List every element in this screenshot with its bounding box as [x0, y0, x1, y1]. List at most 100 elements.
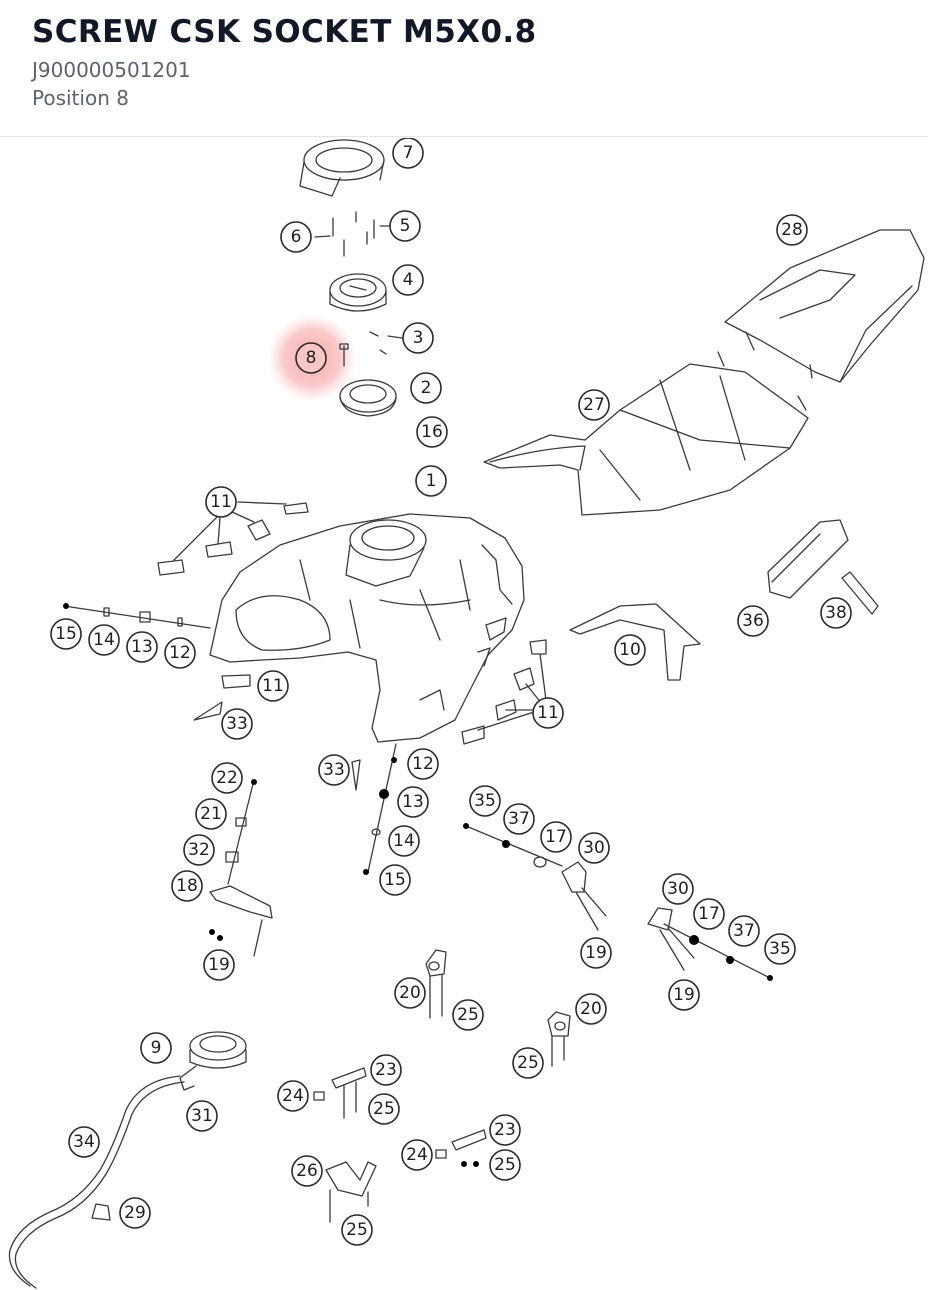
bolt-column-12-15-center: [351, 743, 397, 875]
svg-text:12: 12: [412, 754, 434, 774]
callout-2[interactable]: 2: [410, 372, 442, 404]
callout-33-b[interactable]: 33: [318, 754, 350, 786]
callout-37-a[interactable]: 37: [503, 803, 535, 835]
part-title: SCREW CSK SOCKET M5X0.8: [32, 14, 537, 50]
svg-text:31: 31: [191, 1106, 213, 1126]
svg-text:15: 15: [384, 870, 406, 890]
callout-11-b[interactable]: 11: [257, 670, 289, 702]
callout-12-b[interactable]: 12: [407, 748, 439, 780]
part-drawings: [8, 139, 925, 1289]
callout-15-a[interactable]: 15: [50, 618, 82, 650]
callout-4[interactable]: 4: [392, 264, 424, 296]
fuel-cap-ring-7: [299, 139, 385, 197]
callout-14-a[interactable]: 14: [88, 624, 120, 656]
bracket-23-24-25-a: [313, 1067, 367, 1119]
svg-text:37: 37: [733, 921, 755, 941]
callout-15-b[interactable]: 15: [379, 864, 411, 896]
svg-text:23: 23: [494, 1120, 516, 1140]
callout-23-a[interactable]: 23: [370, 1054, 402, 1086]
callout-25-c[interactable]: 25: [368, 1093, 400, 1125]
callout-29[interactable]: 29: [119, 1197, 151, 1229]
svg-text:35: 35: [474, 791, 496, 811]
callout-9[interactable]: 9: [140, 1032, 172, 1064]
svg-text:19: 19: [585, 943, 607, 963]
callout-21[interactable]: 21: [195, 798, 227, 830]
callout-25-b[interactable]: 25: [512, 1047, 544, 1079]
svg-text:34: 34: [73, 1132, 95, 1152]
callout-34[interactable]: 34: [68, 1126, 100, 1158]
callout-27[interactable]: 27: [578, 389, 610, 421]
filler-cap-4: [329, 273, 387, 312]
callout-11-c[interactable]: 11: [532, 697, 564, 729]
decal-11-and-pad-33: [193, 674, 251, 721]
callout-20-b[interactable]: 20: [575, 993, 607, 1025]
callout-25-e[interactable]: 25: [341, 1214, 373, 1246]
callout-16[interactable]: 16: [416, 416, 448, 448]
callout-17-b[interactable]: 17: [693, 898, 725, 930]
svg-text:17: 17: [545, 827, 567, 847]
callout-10[interactable]: 10: [614, 634, 646, 666]
callout-13-b[interactable]: 13: [397, 786, 429, 818]
svg-text:13: 13: [131, 637, 153, 657]
svg-text:14: 14: [393, 831, 415, 851]
callout-14-b[interactable]: 14: [388, 825, 420, 857]
callout-30-b[interactable]: 30: [662, 873, 694, 905]
callout-35-b[interactable]: 35: [764, 933, 796, 965]
callout-25-a[interactable]: 25: [452, 999, 484, 1031]
callout-35-a[interactable]: 35: [469, 785, 501, 817]
svg-text:27: 27: [583, 395, 605, 415]
decals-11-right: [461, 639, 547, 745]
callout-37-b[interactable]: 37: [728, 915, 760, 947]
callout-17-a[interactable]: 17: [540, 821, 572, 853]
callout-23-b[interactable]: 23: [489, 1114, 521, 1146]
svg-text:19: 19: [208, 955, 230, 975]
svg-text:11: 11: [210, 492, 232, 512]
callout-18[interactable]: 18: [171, 870, 203, 902]
callout-19-b[interactable]: 19: [580, 937, 612, 969]
callout-28[interactable]: 28: [776, 214, 808, 246]
part-header: SCREW CSK SOCKET M5X0.8 J900000501201 Po…: [0, 0, 928, 137]
bracket-26-25: [325, 1161, 377, 1223]
callout-24-b[interactable]: 24: [401, 1139, 433, 1171]
callout-32[interactable]: 32: [183, 834, 215, 866]
callout-1[interactable]: 1: [415, 465, 447, 497]
callout-20-a[interactable]: 20: [394, 977, 426, 1009]
svg-text:18: 18: [176, 876, 198, 896]
screws-3-8: [339, 331, 403, 367]
callout-38[interactable]: 38: [820, 597, 852, 629]
callout-19-a[interactable]: 19: [203, 949, 235, 981]
callout-5[interactable]: 5: [389, 210, 421, 242]
fuel-tank-1: [209, 513, 525, 743]
bracket-10: [569, 603, 701, 681]
callout-31[interactable]: 31: [186, 1100, 218, 1132]
callout-30-a[interactable]: 30: [578, 832, 610, 864]
callout-8-highlighted[interactable]: 8: [295, 342, 327, 374]
callout-36[interactable]: 36: [737, 605, 769, 637]
callout-33-a[interactable]: 33: [221, 708, 253, 740]
svg-text:20: 20: [580, 999, 602, 1019]
svg-text:3: 3: [413, 328, 424, 348]
svg-text:25: 25: [494, 1155, 516, 1175]
callout-25-d[interactable]: 25: [489, 1149, 521, 1181]
callout-26[interactable]: 26: [291, 1155, 323, 1187]
svg-text:11: 11: [537, 703, 559, 723]
callout-3[interactable]: 3: [402, 322, 434, 354]
callout-11-a[interactable]: 11: [205, 486, 237, 518]
svg-text:14: 14: [93, 630, 115, 650]
svg-text:16: 16: [421, 422, 443, 442]
callout-7[interactable]: 7: [392, 138, 424, 169]
svg-text:32: 32: [188, 840, 210, 860]
svg-text:13: 13: [402, 792, 424, 812]
callout-22[interactable]: 22: [211, 762, 243, 794]
callout-24-a[interactable]: 24: [277, 1080, 309, 1112]
svg-text:33: 33: [226, 714, 248, 734]
callout-19-c[interactable]: 19: [668, 979, 700, 1011]
mount-assembly-18-22: [209, 779, 273, 957]
svg-text:6: 6: [291, 227, 302, 247]
callout-6[interactable]: 6: [280, 221, 312, 253]
callout-12-a[interactable]: 12: [164, 637, 196, 669]
callout-13-a[interactable]: 13: [126, 631, 158, 663]
decals-11-left: [157, 501, 309, 576]
svg-text:28: 28: [781, 220, 803, 240]
bracket-assembly-right-a: [463, 823, 607, 931]
